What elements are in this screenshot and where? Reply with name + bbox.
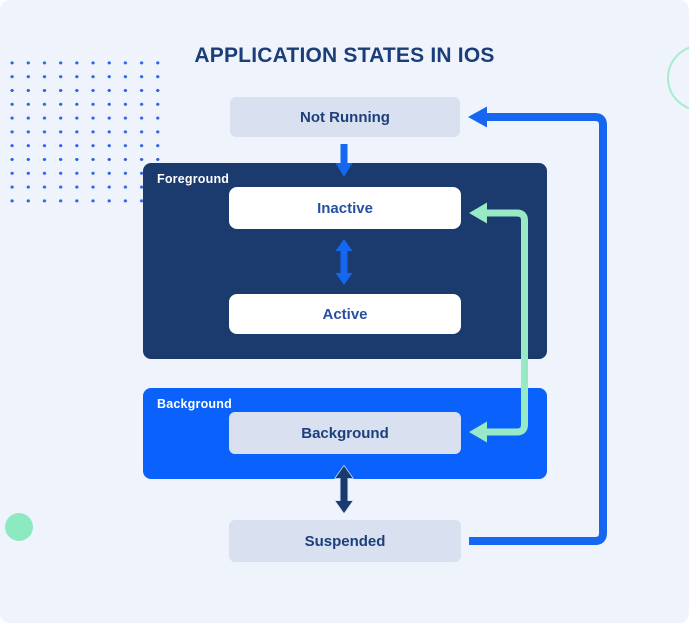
node-background-label: Background	[301, 424, 389, 442]
group-background: Background Background	[143, 388, 547, 479]
group-foreground: Foreground Inactive Active	[143, 163, 547, 359]
node-active: Active	[229, 294, 461, 334]
node-active-label: Active	[322, 305, 368, 323]
node-inactive: Inactive	[229, 187, 461, 229]
dot-grid-decoration	[3, 52, 161, 204]
diagram-title: APPLICATION STATES IN IOS	[194, 44, 495, 67]
node-suspended-label: Suspended	[304, 532, 386, 550]
node-inactive-label: Inactive	[317, 199, 373, 217]
arrowhead-into-not-running	[468, 106, 487, 128]
node-suspended: Suspended	[229, 520, 461, 562]
node-background: Background	[229, 412, 461, 454]
group-foreground-label: Foreground	[157, 172, 230, 186]
node-not-running-label: Not Running	[300, 108, 390, 126]
node-not-running: Not Running	[230, 97, 460, 137]
green-circle-decoration	[5, 513, 33, 541]
group-background-label: Background	[157, 397, 232, 411]
